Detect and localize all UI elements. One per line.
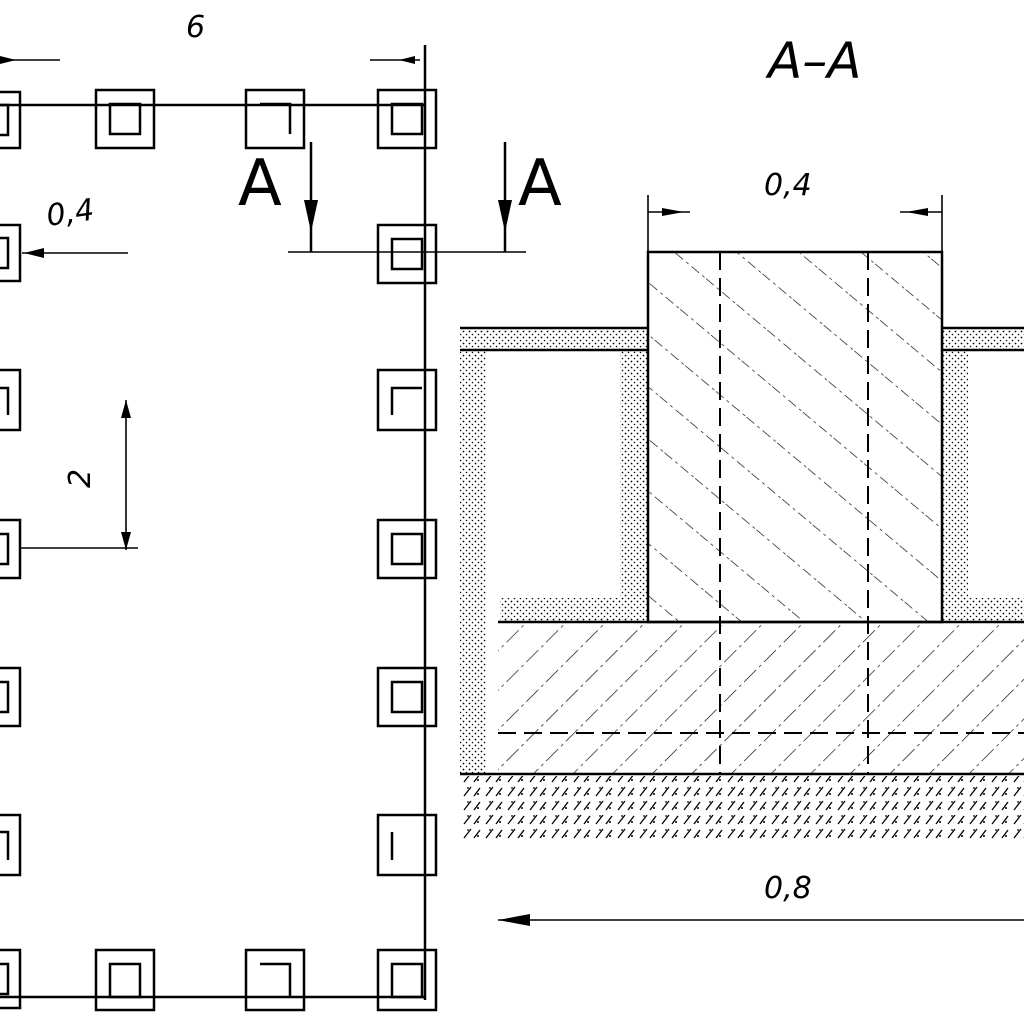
soil-step-right: [942, 598, 1024, 622]
footing-hatch: [498, 622, 1024, 774]
soil-wall-left: [460, 350, 486, 774]
column-width-dimension: 0,4: [647, 168, 943, 252]
soil-fill-right-inner: [942, 350, 968, 600]
spacing-dimension: 2: [20, 400, 138, 550]
pile-bottom-4: [376, 948, 438, 1012]
ground-surface-left: [460, 330, 648, 350]
pile-top-1: [0, 90, 22, 150]
section-marker-left: A: [238, 147, 282, 221]
pile-left-4: [0, 518, 22, 580]
section-title: A–A: [765, 32, 861, 90]
footing-width-dimension: 0,8: [498, 871, 1024, 926]
top-dimension-label: 6: [186, 10, 205, 45]
pile-right-3: [376, 368, 438, 432]
soil-fill-left-inner: [620, 350, 648, 600]
pile-right-4: [376, 518, 438, 580]
footing-width-label: 0,8: [764, 871, 812, 906]
top-dimension: 6: [0, 10, 420, 64]
pile-bottom-1: [0, 948, 22, 1010]
pile-bottom-2: [94, 948, 156, 1012]
pile-right-2: [376, 223, 438, 285]
pile-left-2: [0, 223, 22, 283]
pile-top-4: [376, 88, 438, 150]
pile-top-2: [94, 88, 156, 150]
pile-left-3: [0, 368, 22, 432]
column-hatch: [648, 252, 942, 622]
pile-dimension-label: 0,4: [44, 193, 96, 234]
pile-dimension: 0,4: [22, 193, 128, 258]
section-cut-line: A A: [238, 142, 562, 253]
spacing-dimension-label: 2: [63, 469, 98, 488]
column-width-label: 0,4: [764, 168, 812, 203]
plan-view: 6 0,4 2 A A: [0, 10, 562, 1012]
base-soil: [460, 776, 1024, 842]
pile-bottom-3: [244, 948, 306, 1012]
pile-left-6: [0, 813, 22, 877]
pile-right-5: [376, 666, 438, 728]
section-view: A–A 0,4: [460, 32, 1024, 926]
pile-right-6: [376, 813, 438, 877]
ground-surface-right: [942, 330, 1024, 350]
pile-top-3: [244, 88, 306, 150]
pile-left-5: [0, 666, 22, 728]
section-marker-right: A: [518, 147, 562, 221]
soil-step-left: [500, 598, 648, 622]
